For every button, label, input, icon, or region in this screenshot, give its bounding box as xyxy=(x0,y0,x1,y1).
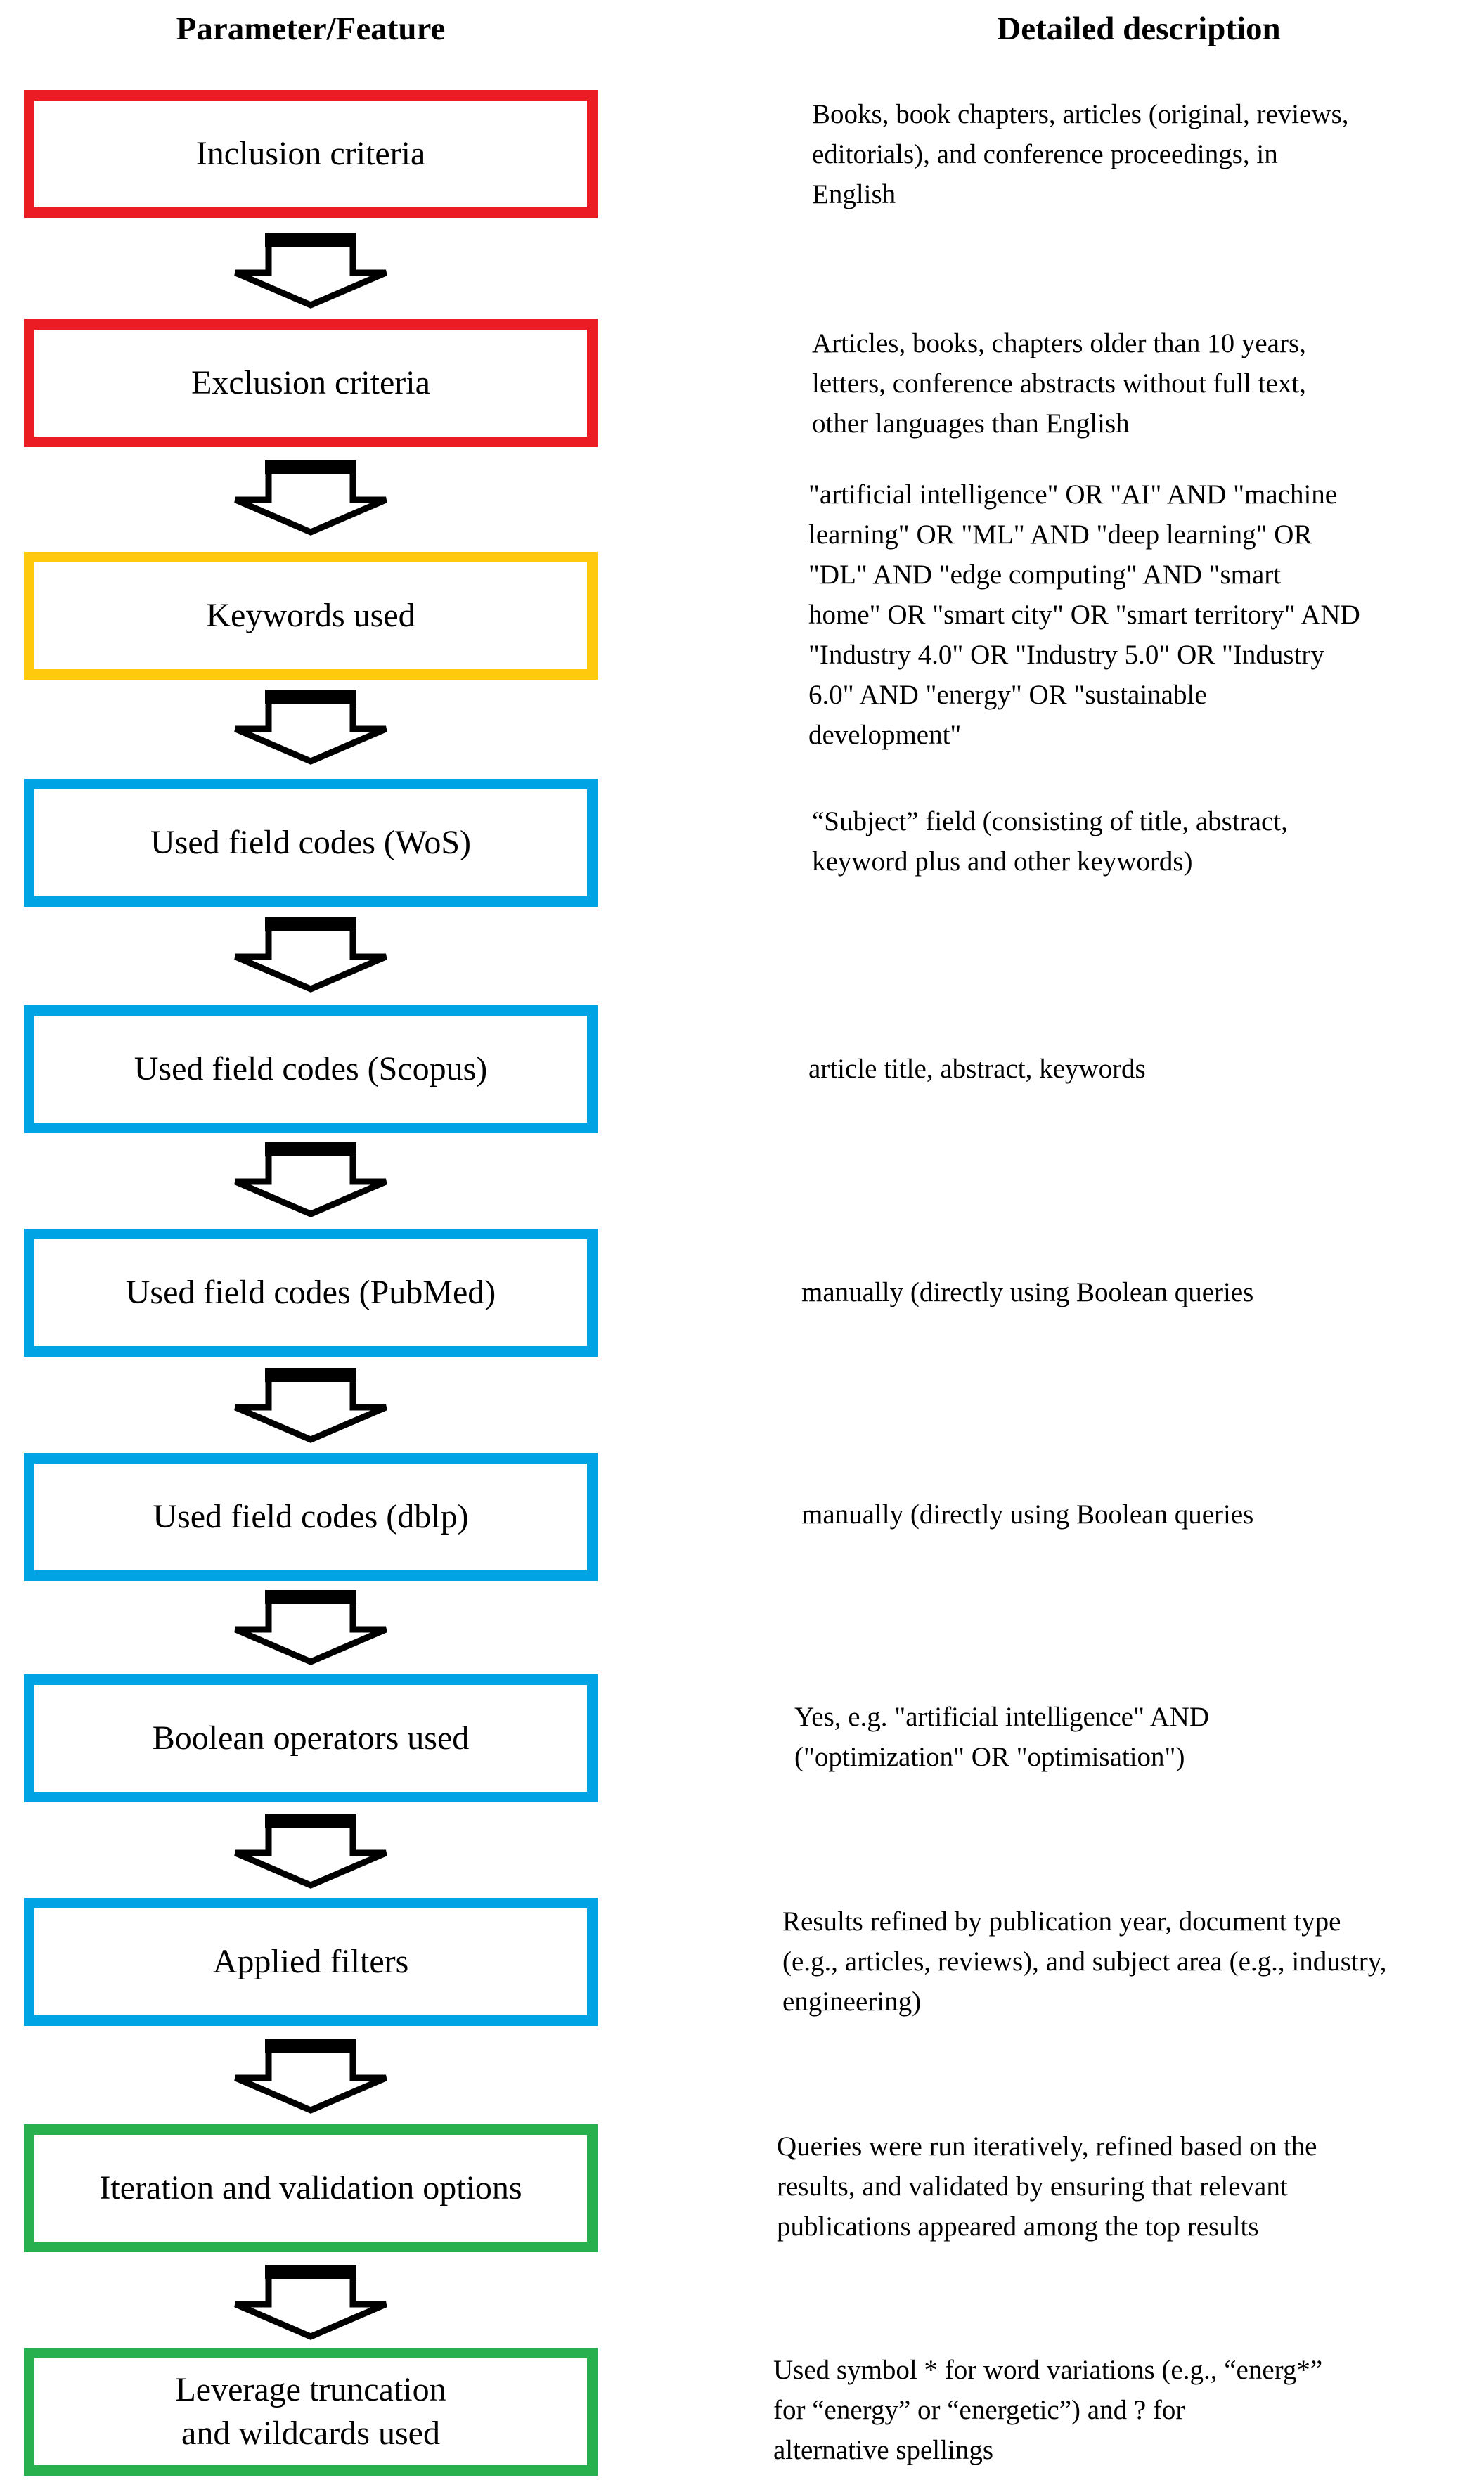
description-truncation-wildcards: Used symbol * for word variations (e.g.,… xyxy=(773,2355,1323,2465)
flow-box-inclusion-criteria: Inclusion criteria xyxy=(24,90,598,218)
description-field-codes-wos: “Subject” field (consisting of title, ab… xyxy=(812,806,1288,877)
box-label: Used field codes (dblp) xyxy=(153,1498,469,1535)
down-arrow-icon xyxy=(234,1590,387,1665)
description-field-codes-scopus: article title, abstract, keywords xyxy=(808,1054,1146,1084)
down-arrow-icon xyxy=(234,1368,387,1443)
description-iteration-validation: Queries were run iteratively, refined ba… xyxy=(777,2131,1317,2242)
down-arrow-icon xyxy=(234,917,387,993)
box-label: Inclusion criteria xyxy=(195,135,426,172)
box-label: Iteration and validation options xyxy=(99,2169,522,2207)
description-exclusion-criteria: Articles, books, chapters older than 10 … xyxy=(812,328,1306,439)
description-applied-filters: Results refined by publication year, doc… xyxy=(782,1906,1387,2017)
down-arrow-icon xyxy=(234,2039,387,2114)
description-keywords-used: "artificial intelligence" OR "AI" AND "m… xyxy=(808,479,1360,750)
box-label: Used field codes (WoS) xyxy=(150,824,472,861)
flow-box-field-codes-pubmed: Used field codes (PubMed) xyxy=(24,1229,598,1357)
box-label: Used field codes (PubMed) xyxy=(125,1274,496,1311)
down-arrow-icon xyxy=(234,2265,387,2340)
description-inclusion-criteria: Books, book chapters, articles (original… xyxy=(812,99,1349,209)
flow-box-field-codes-dblp: Used field codes (dblp) xyxy=(24,1453,598,1581)
down-arrow-icon xyxy=(234,1142,387,1217)
down-arrow-icon xyxy=(234,460,387,536)
box-label: Applied filters xyxy=(212,1943,409,1980)
down-arrow-icon xyxy=(234,1814,387,1889)
flow-box-keywords-used: Keywords used xyxy=(24,552,598,680)
description-field-codes-dblp: manually (directly using Boolean queries xyxy=(801,1499,1254,1530)
flow-box-field-codes-wos: Used field codes (WoS) xyxy=(24,779,598,907)
down-arrow-icon xyxy=(234,233,387,309)
box-label: Leverage truncation and wildcards used xyxy=(175,2371,446,2452)
box-label: Used field codes (Scopus) xyxy=(134,1050,488,1087)
description-boolean-operators: Yes, e.g. "artificial intelligence" AND … xyxy=(794,1702,1209,1772)
column-header-parameter: Parameter/Feature xyxy=(176,11,446,47)
box-label: Keywords used xyxy=(206,597,415,634)
flow-box-field-codes-scopus: Used field codes (Scopus) xyxy=(24,1005,598,1133)
flow-box-iteration-validation: Iteration and validation options xyxy=(24,2124,598,2252)
flow-box-truncation-wildcards: Leverage truncation and wildcards used xyxy=(24,2348,598,2476)
box-label: Boolean operators used xyxy=(152,1719,470,1757)
column-header-description: Detailed description xyxy=(997,11,1281,47)
down-arrow-icon xyxy=(234,690,387,765)
description-field-codes-pubmed: manually (directly using Boolean queries xyxy=(801,1277,1254,1307)
flow-box-applied-filters: Applied filters xyxy=(24,1898,598,2026)
box-label: Exclusion criteria xyxy=(191,364,430,401)
flow-box-exclusion-criteria: Exclusion criteria xyxy=(24,319,598,447)
flow-box-boolean-operators: Boolean operators used xyxy=(24,1674,598,1802)
